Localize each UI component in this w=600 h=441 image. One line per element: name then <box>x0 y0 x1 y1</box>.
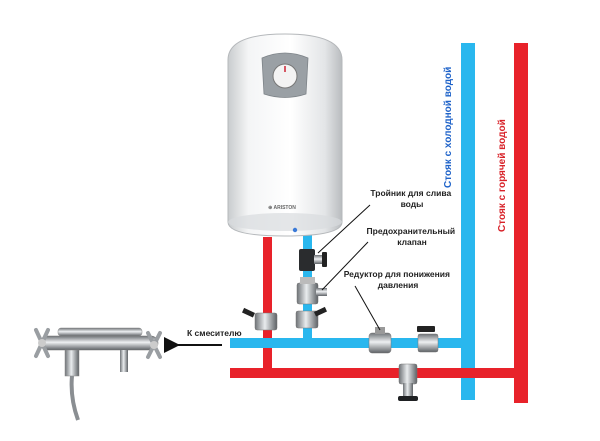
mixer-tap-icon <box>34 327 162 421</box>
hot-riser-label: Стояк с горячей водой <box>497 119 508 232</box>
reducer-label: Редуктор для понижения давления <box>344 269 453 290</box>
safety-valve-label: Предохранительный клапан <box>367 226 458 247</box>
water-heater: ⊕ ARISTON <box>227 33 343 237</box>
pressure-reducer-icon <box>368 327 392 354</box>
ball-valve-icon <box>242 307 278 331</box>
reducer-leader-line <box>354 285 381 331</box>
dial-icon <box>272 63 298 89</box>
cold-riser-label: Стояк с холодной водой <box>443 67 454 188</box>
cold-water-riser <box>461 43 475 400</box>
hot-water-pipe <box>230 368 528 378</box>
hot-outlet-pipe <box>263 237 272 370</box>
brand-logo: ⊕ ARISTON <box>268 205 296 211</box>
indicator-light <box>292 227 298 233</box>
safety-valve-leader-line <box>321 241 369 291</box>
ball-valve-icon <box>295 306 327 329</box>
hot-water-riser <box>514 43 528 403</box>
safety-valve-icon <box>296 277 327 305</box>
tee-leader-line <box>317 204 371 254</box>
ball-valve-icon <box>398 363 418 401</box>
drain-tee-icon <box>299 249 327 271</box>
tee-label: Тройник для слива воды <box>370 188 453 209</box>
to-mixer-label: К смесителю <box>187 328 242 338</box>
cold-water-pipe <box>230 338 475 348</box>
ball-valve-icon <box>417 326 439 353</box>
